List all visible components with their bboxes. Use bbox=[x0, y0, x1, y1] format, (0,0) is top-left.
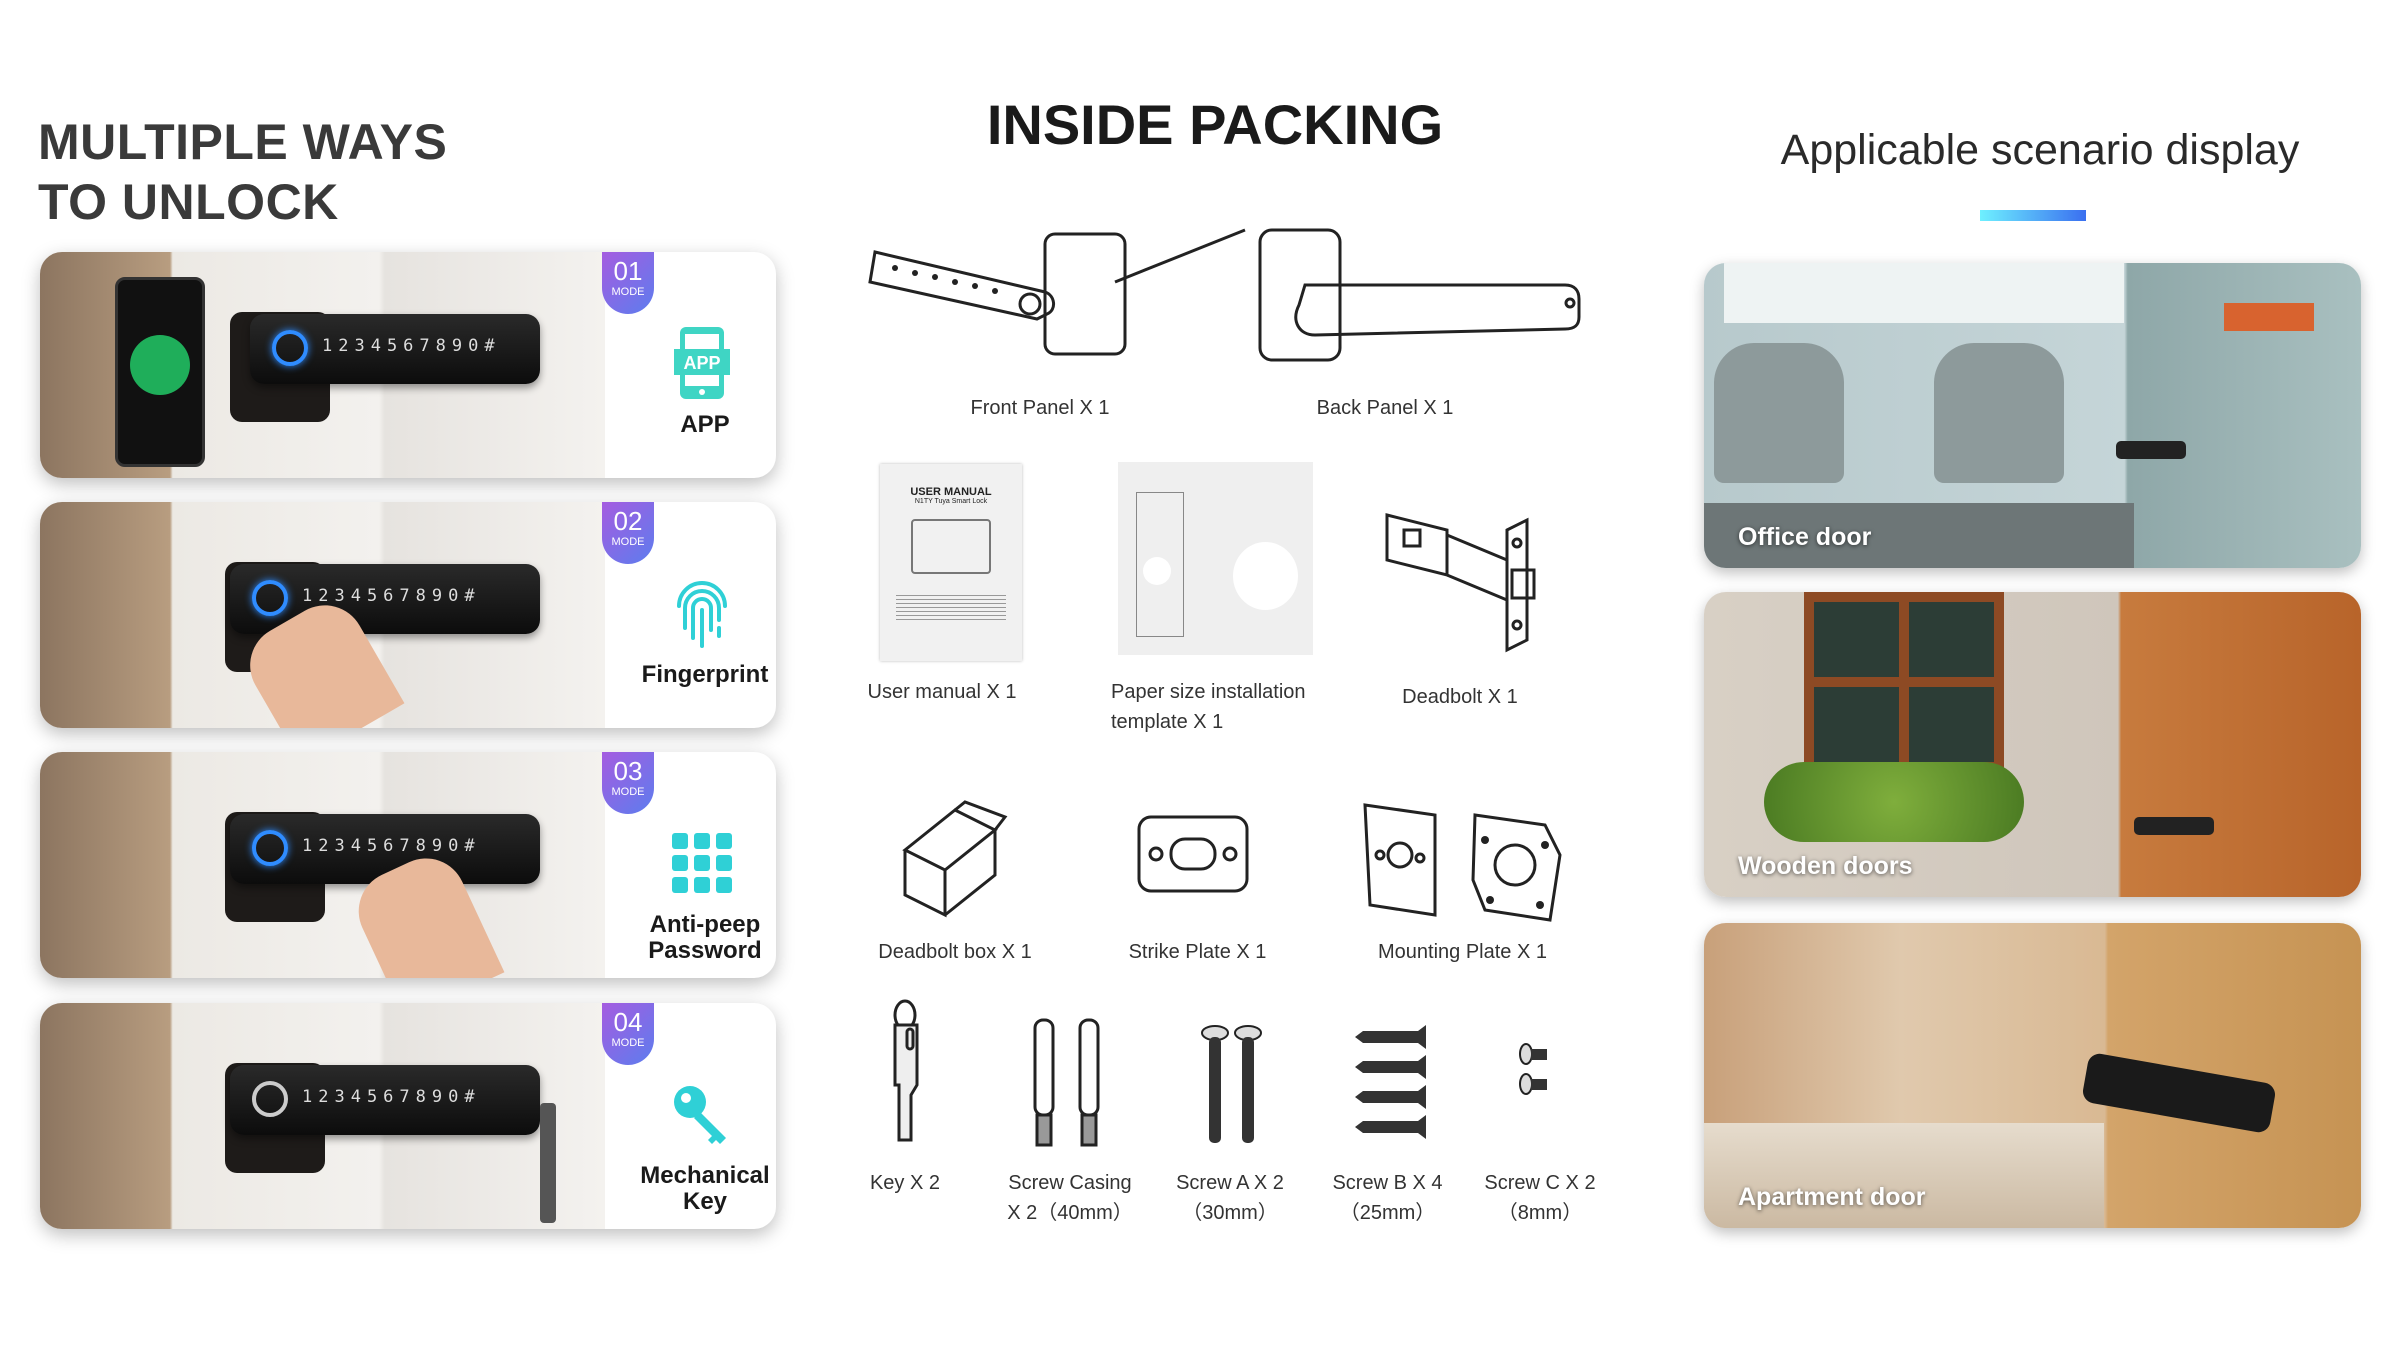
phone-image bbox=[115, 277, 205, 467]
scenario-label: Office door bbox=[1738, 523, 1872, 551]
screw-c-drawing bbox=[1519, 1043, 1547, 1095]
key-icon bbox=[652, 1075, 752, 1153]
screw-casing-label-line-1: Screw Casing bbox=[1008, 1172, 1132, 1194]
template-label: Paper size installation template X 1 bbox=[1111, 677, 1306, 737]
screw-a-drawing bbox=[1201, 1025, 1262, 1143]
back-panel-drawing bbox=[1258, 228, 1581, 362]
screw-b-label-line-2: （25mm） bbox=[1339, 1202, 1436, 1224]
screw-c-label-line-1: Screw C X 2 bbox=[1484, 1172, 1596, 1194]
manual-cover-title: USER MANUAL bbox=[910, 486, 992, 498]
scenario-apartment-door: Apartment door bbox=[1704, 923, 2361, 1228]
strike-plate-drawing bbox=[1137, 815, 1249, 893]
screw-b-drawing bbox=[1355, 1025, 1426, 1139]
front-panel-label: Front Panel X 1 bbox=[970, 397, 1110, 419]
fingerprint-ring-icon bbox=[272, 330, 308, 366]
mode-text: MODE bbox=[611, 286, 645, 298]
door-sign-image bbox=[2224, 303, 2314, 331]
key-drawing bbox=[893, 999, 919, 1142]
mounting-plate-label: Mounting Plate X 1 bbox=[1378, 941, 1547, 963]
screw-c-label-line-2: （8mm） bbox=[1497, 1202, 1583, 1224]
mounting-plate-drawing bbox=[1363, 803, 1562, 922]
inserted-key-image bbox=[540, 1103, 556, 1223]
mode-text: MODE bbox=[611, 786, 645, 798]
template-label-line-1: Paper size installation bbox=[1111, 681, 1306, 703]
lock-photo: 1234567890# bbox=[40, 1003, 605, 1229]
left-title-line-2: TO UNLOCK bbox=[38, 174, 339, 230]
keypad-digits: 1234567890# bbox=[302, 1087, 481, 1107]
deadbolt-box-drawing bbox=[902, 800, 1008, 918]
screw-a-label-line-1: Screw A X 2 bbox=[1176, 1172, 1284, 1194]
mode-label: APP bbox=[680, 411, 730, 438]
app-phone-icon: APP bbox=[652, 324, 752, 402]
scenario-label: Apartment door bbox=[1738, 1183, 1926, 1211]
deadbolt-label: Deadbolt X 1 bbox=[1402, 686, 1518, 708]
lock-photo: 1234567890# bbox=[40, 502, 605, 728]
armchair-image bbox=[1934, 343, 2064, 483]
scenario-office-door: Office door bbox=[1704, 263, 2361, 568]
key-label: Key X 2 bbox=[869, 1172, 941, 1194]
mode-number: 04 bbox=[613, 1007, 643, 1037]
smart-lock-handle: 1234567890# bbox=[250, 314, 540, 384]
mode-label: Mechanical Key bbox=[640, 1162, 770, 1215]
deadbolt-drawing bbox=[1385, 513, 1536, 653]
keypad-grid-icon bbox=[652, 824, 752, 902]
screw-casing-label-line-2: X 2（40mm） bbox=[1007, 1202, 1133, 1224]
packing-title: INSIDE PACKING bbox=[986, 93, 1444, 156]
lock-photo: 1234567890# bbox=[40, 752, 605, 978]
front-panel-drawing bbox=[868, 228, 1246, 356]
screw-b-label: Screw B X 4 （25mm） bbox=[1310, 1168, 1465, 1228]
screw-b-label-line-1: Screw B X 4 bbox=[1332, 1172, 1443, 1194]
mode-label: Fingerprint bbox=[641, 661, 769, 688]
app-icon-text: APP bbox=[683, 353, 720, 373]
screw-casing-label: Screw Casing X 2（40mm） bbox=[990, 1168, 1150, 1228]
left-section-title: MULTIPLE WAYS TO UNLOCK bbox=[38, 112, 447, 232]
mode-label: Anti-peep Password bbox=[648, 911, 762, 964]
window-image bbox=[1804, 592, 2004, 772]
door-lock-image bbox=[2116, 441, 2186, 459]
screw-casing-drawing bbox=[1033, 1018, 1100, 1147]
keypad-digits: 1234567890# bbox=[302, 586, 481, 606]
deadbolt-box-label: Deadbolt box X 1 bbox=[878, 941, 1032, 963]
mode-text: MODE bbox=[611, 536, 645, 548]
mode-number: 02 bbox=[613, 506, 643, 536]
mode-number: 03 bbox=[613, 756, 643, 786]
user-manual-label: User manual X 1 bbox=[867, 681, 1017, 703]
strike-plate-label: Strike Plate X 1 bbox=[1128, 941, 1267, 963]
keypad-digits: 1234567890# bbox=[302, 836, 481, 856]
user-manual-image: USER MANUAL N1TY Tuya Smart Lock bbox=[880, 464, 1022, 661]
scenario-title: Applicable scenario display bbox=[1780, 126, 2300, 174]
left-title-line-1: MULTIPLE WAYS bbox=[38, 114, 448, 170]
manual-cover-subtitle: N1TY Tuya Smart Lock bbox=[914, 498, 988, 505]
screw-a-label: Screw A X 2 （30mm） bbox=[1150, 1168, 1310, 1228]
template-label-line-2: template X 1 bbox=[1111, 711, 1224, 733]
mode-number: 01 bbox=[613, 256, 643, 286]
door-lock-image bbox=[2081, 1051, 2277, 1135]
scenario-label: Wooden doors bbox=[1738, 852, 1913, 880]
scenario-wooden-doors: Wooden doors bbox=[1704, 592, 2361, 897]
door-lock-image bbox=[2134, 817, 2214, 835]
screw-c-label: Screw C X 2 （8mm） bbox=[1465, 1168, 1615, 1228]
installation-template-image bbox=[1118, 462, 1313, 655]
lock-photo: 1234567890# bbox=[40, 252, 605, 478]
mode-text: MODE bbox=[611, 1037, 645, 1049]
armchair-image bbox=[1714, 343, 1844, 483]
keypad-digits: 1234567890# bbox=[322, 336, 501, 356]
plant-box-image bbox=[1764, 762, 2024, 842]
screw-a-label-line-2: （30mm） bbox=[1182, 1202, 1278, 1224]
back-panel-label: Back Panel X 1 bbox=[1316, 397, 1454, 419]
fingerprint-icon bbox=[652, 574, 752, 652]
unlock-circle-icon bbox=[130, 335, 190, 395]
title-accent-bar bbox=[1980, 210, 2086, 221]
